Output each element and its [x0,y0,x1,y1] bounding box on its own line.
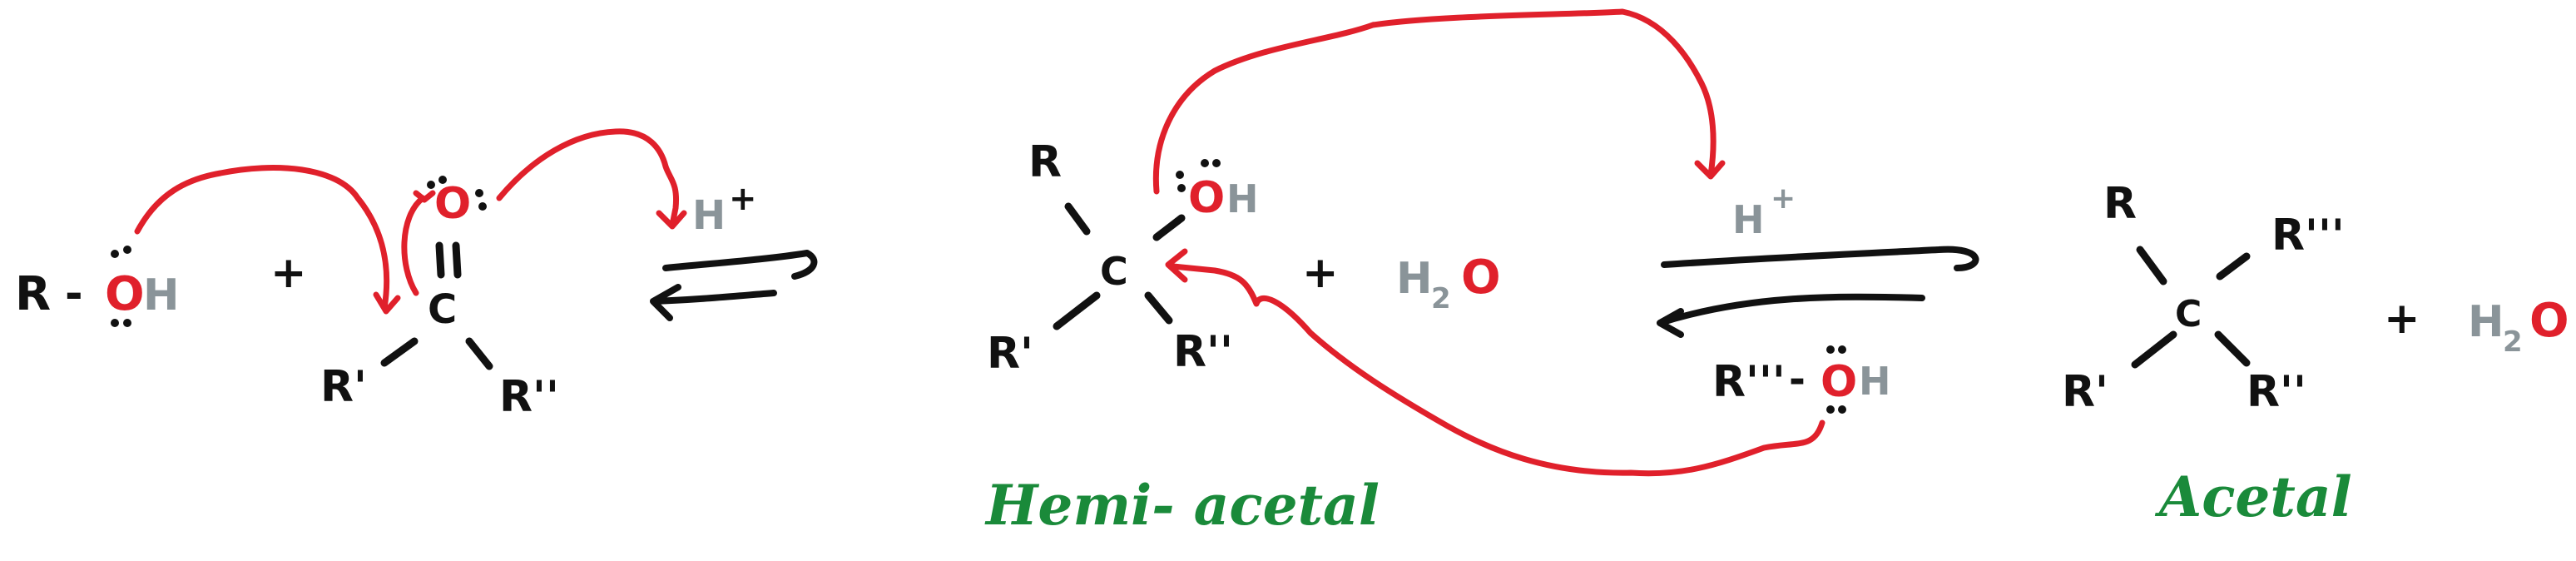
lone-pair-dot [1826,345,1835,354]
acetal-r1: R' [2062,367,2108,417]
second-alcohol-oxygen: O [1821,357,1857,407]
acid-catalyst-1: H + [692,180,757,239]
lone-pair-dot [475,189,483,197]
second-alcohol-dash: - [1789,356,1806,403]
water-hydrogen: H [1396,254,1433,304]
alcohol-dash: - [65,269,83,319]
lone-pair-dot [123,246,131,254]
lone-pair-dot [1838,405,1846,414]
hemiacetal-oxygen: O [1188,173,1225,223]
bond-line [1144,291,1173,325]
acetal-r3: R''' [2271,211,2345,261]
lone-pair-dot [111,250,119,258]
carbonyl-r2: R'' [499,372,559,422]
lone-pair-dot [1826,405,1835,414]
curved-arrow-protonation [496,128,680,228]
bond-line [465,337,493,370]
hemiacetal-r: R [1028,137,1062,187]
hemiacetal-r1: R' [987,329,1033,379]
hemiacetal-structure: R C O H R' R'' [987,137,1259,379]
hemiacetal-carbon: C [1100,249,1128,294]
acid-hydrogen: H [692,192,726,239]
equilibrium-arrow-2 [1657,246,1979,338]
curved-arrow-alcohol-attack [134,165,390,311]
acetal-r2: R'' [2247,367,2306,417]
water-hydrogen-2: H [2468,297,2504,347]
plus-sign-2: + [1302,248,1339,298]
acid-catalyst-2: H + [1732,181,1796,242]
second-alcohol: R''' - O H [1712,345,1891,414]
curved-arrow-second-alcohol-attack [1170,263,1825,477]
bond-line [1053,291,1101,330]
water-product-1: H 2 O [1396,251,1501,315]
forward-arrow [662,250,818,280]
acetal-label: Acetal [2154,464,2352,529]
arrow-head [413,190,436,203]
second-alcohol-hydrogen: H [1859,359,1891,404]
acid-charge-2: + [1771,181,1796,216]
lone-pair-dot [1176,171,1184,179]
bond-line [2131,330,2177,369]
arrow-head [373,291,401,315]
carbonyl-reactant: O C R' R'' [320,176,559,422]
water-oxygen: O [1461,251,1501,305]
lone-pair-dot [1838,345,1846,354]
hemiacetal-hydrogen: H [1226,176,1259,221]
second-alcohol-r: R''' [1712,357,1786,407]
curved-arrow-pi-bond [401,195,426,296]
water-subscript-2: 2 [2503,325,2523,359]
double-bond-line [452,241,462,279]
reverse-arrow-2 [1657,293,1925,338]
acid-hydrogen-2: H [1732,197,1765,242]
bond-line [2216,252,2251,280]
equilibrium-arrow-1 [650,250,818,321]
bond-line [1152,214,1186,241]
reverse-arrow [650,284,777,321]
plus-sign-3: + [2384,294,2420,344]
acetal-r: R [2103,179,2137,229]
lone-pair-dot [1177,184,1186,192]
bond-line [2214,330,2251,367]
hemiacetal-r2: R'' [1173,327,1233,377]
water-oxygen-2: O [2529,294,2569,348]
double-bond-line [435,241,445,279]
bond-line [2136,246,2167,285]
lone-pair-dot [438,176,447,184]
alcohol-hydrogen: H [143,271,180,320]
curved-arrow-protonation-2 [1152,8,1717,195]
alcohol-oxygen: O [105,267,145,321]
plus-sign-1: + [270,248,307,298]
bond-line [1064,202,1091,236]
acetal-carbon: C [2175,293,2202,335]
arrow-head [1165,248,1188,283]
acetal-structure: R R''' C R' R'' [2062,179,2345,417]
alcohol-r: R [15,267,51,321]
water-product-2: H 2 O [2468,294,2569,359]
water-subscript: 2 [1431,282,1451,315]
lone-pair-dot [1201,159,1209,167]
arrow-head [656,210,687,230]
lone-pair-dot [1212,159,1221,167]
carbonyl-oxygen: O [434,179,471,229]
acid-charge: + [729,180,757,218]
carbonyl-carbon: C [428,286,457,333]
bond-line [380,337,419,367]
forward-arrow-2 [1661,246,1979,271]
lone-pair-dot [427,181,435,189]
arrow-head [1694,160,1726,180]
lone-pair-dot [123,319,131,327]
lone-pair-dot [478,202,487,211]
alcohol-reactant: R - O H [15,246,180,327]
hemiacetal-label: Hemi- acetal [984,473,1380,538]
lone-pair-dot [111,319,119,327]
carbonyl-r1: R' [320,362,367,412]
